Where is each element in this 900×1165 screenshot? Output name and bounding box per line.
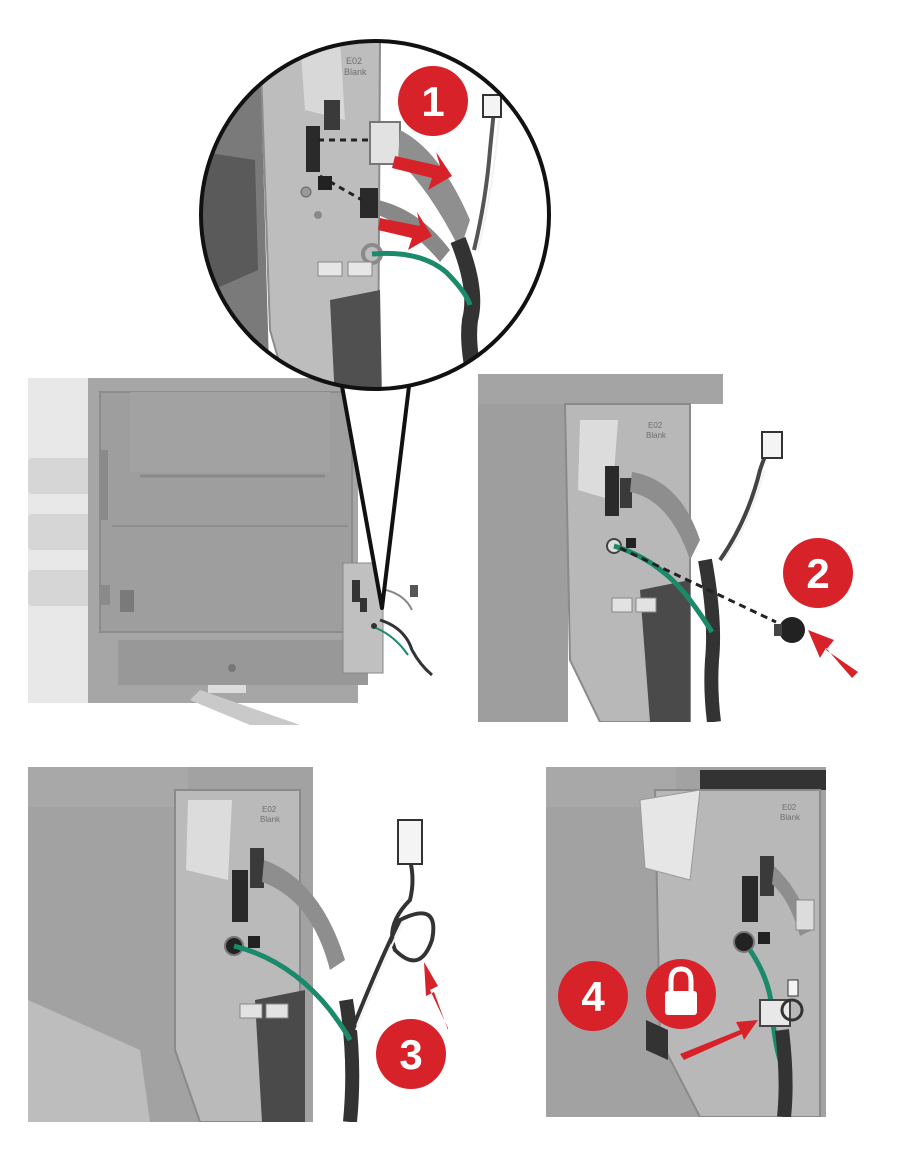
part-label-line1: E02 bbox=[262, 805, 277, 814]
step-4-panel: E02 Blank 4 bbox=[546, 767, 846, 1117]
part-label-line2: Blank bbox=[780, 813, 801, 822]
svg-text:4: 4 bbox=[581, 973, 605, 1020]
red-arrow-icon bbox=[808, 630, 858, 678]
red-arrow-icon bbox=[392, 152, 452, 190]
part-label-line2: Blank bbox=[344, 67, 367, 77]
red-arrow-icon bbox=[424, 962, 448, 1030]
step-2-badge: 2 bbox=[783, 538, 853, 608]
part-label-line2: Blank bbox=[260, 815, 281, 824]
part-label-line1: E02 bbox=[648, 421, 663, 430]
step-2-panel: E02 Blank 2 bbox=[478, 374, 900, 722]
red-arrow-icon bbox=[378, 212, 432, 250]
svg-text:3: 3 bbox=[399, 1031, 422, 1078]
step-3-panel: E02 Blank 3 bbox=[28, 767, 460, 1122]
step-1-badge: 1 bbox=[398, 66, 468, 136]
printer-overview-panel bbox=[28, 378, 433, 725]
svg-text:1: 1 bbox=[421, 78, 444, 125]
part-label-line1: E02 bbox=[346, 56, 362, 66]
step-4-badge: 4 bbox=[558, 961, 628, 1031]
part-label-line1: E02 bbox=[782, 803, 797, 812]
red-arrow-icon bbox=[680, 1020, 758, 1060]
lock-icon bbox=[646, 959, 716, 1029]
part-label-line2: Blank bbox=[646, 431, 667, 440]
step-3-badge: 3 bbox=[376, 1019, 446, 1089]
svg-text:2: 2 bbox=[806, 550, 829, 597]
